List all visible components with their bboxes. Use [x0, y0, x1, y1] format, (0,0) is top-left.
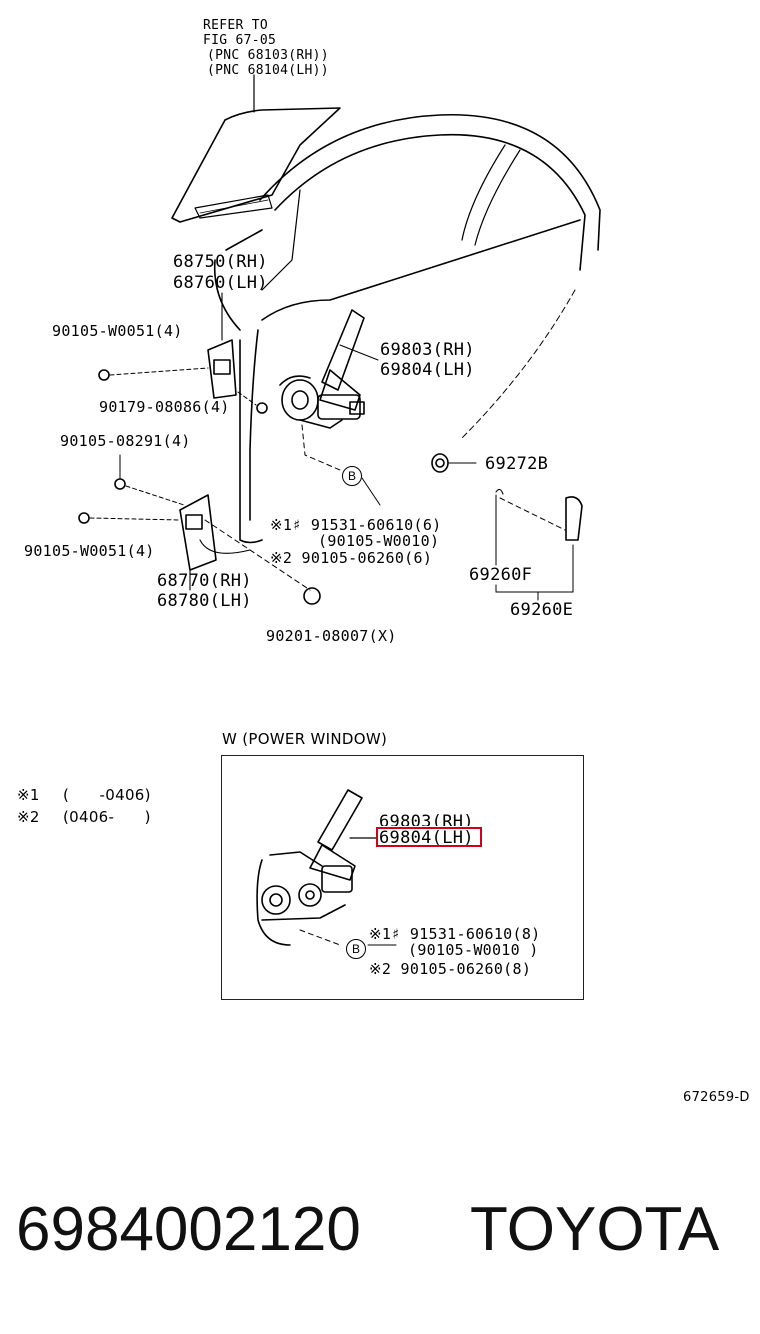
brand-name: TOYOTA: [470, 1195, 720, 1264]
inset-regulator-rh-label: 69803(RH): [379, 812, 474, 826]
regulator-rh-label: 69803(RH): [380, 340, 475, 360]
legend-note1-range: ( -0406): [63, 786, 151, 804]
inset-reference-b-marker: B: [346, 939, 366, 959]
inset-bolt-note1-alt-label: (90105-W0010 ): [408, 941, 539, 959]
power-window-inset-frame: [221, 755, 584, 1000]
bolt-note1-alt-label: (90105-W0010): [318, 532, 440, 550]
hinge-lower-lh-label: 68780(LH): [157, 591, 252, 611]
lower-hinge: [179, 494, 217, 571]
door-glass: [171, 107, 341, 223]
nut-upper-hinge-label: 90179-08086(4): [99, 398, 230, 416]
part-number: 6984002120: [16, 1195, 361, 1264]
handle-f-label: 69260F: [469, 565, 533, 585]
reference-b-marker: B: [342, 466, 362, 486]
refer-note-line4: (PNC 68104(LH)): [207, 63, 329, 78]
inset-bolt-note1-label: ※1♯ 91531-60610(8): [369, 925, 541, 943]
regulator: [321, 309, 365, 391]
upper-hinge: [207, 339, 237, 399]
door-outline: [259, 114, 601, 251]
hinge-upper-lh-label: 68760(LH): [173, 273, 268, 293]
bolt-note2-label: ※2 90105-06260(6): [270, 549, 433, 567]
hinge-lower-rh-label: 68770(RH): [157, 571, 252, 591]
plug-label: 90201-08007(X): [266, 627, 397, 645]
refer-note-line2: FIG 67-05: [203, 33, 277, 48]
bolt-upper-hinge-label: 90105-W0051(4): [52, 322, 183, 340]
bolt-lower-hinge-label: 90105-W0051(4): [24, 542, 155, 560]
window-handle: [565, 496, 583, 541]
bolt-note1-label: ※1♯ 91531-60610(6): [270, 516, 442, 534]
inset-regulator-lh-label: 69804(LH): [379, 828, 474, 848]
inset-title: W (POWER WINDOW): [222, 730, 388, 748]
inset-bolt-note2-label: ※2 90105-06260(8): [369, 960, 532, 978]
bolt-08291-label: 90105-08291(4): [60, 432, 191, 450]
refer-note-line3: (PNC 68103(RH)): [207, 48, 329, 63]
legend-note1-mark: ※1: [17, 786, 40, 804]
refer-note-line1: REFER TO: [203, 18, 269, 33]
figure-id: 672659-D: [683, 1090, 750, 1105]
hinge-upper-rh-label: 68750(RH): [173, 252, 268, 272]
legend-note2-mark: ※2: [17, 808, 40, 826]
regulator-lh-label: 69804(LH): [380, 360, 475, 380]
handle-e-label: 69260E: [510, 600, 574, 620]
legend-note2-range: (0406- ): [63, 808, 151, 826]
highlighted-part-box: [376, 827, 482, 847]
grommet-label: 69272B: [485, 454, 549, 474]
